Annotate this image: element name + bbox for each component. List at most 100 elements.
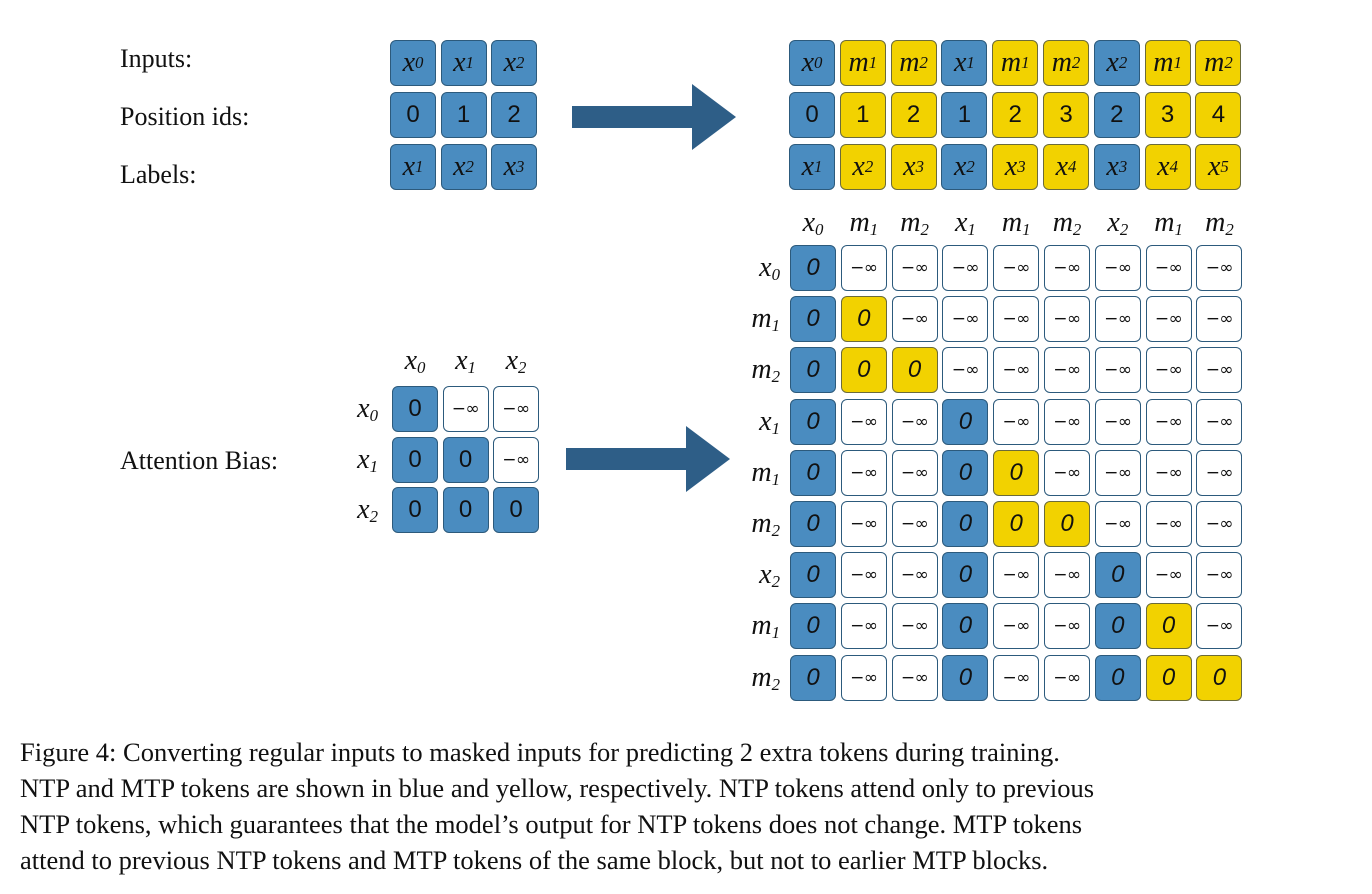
token-base: m: [1153, 47, 1174, 78]
big-matrix-cell: −∞: [993, 552, 1040, 599]
big-matrix-row-header: x2: [734, 560, 780, 591]
token-base: m: [848, 47, 869, 78]
big-matrix-column-header: m2: [1044, 207, 1090, 240]
big-matrix-cell: 0: [1196, 654, 1243, 701]
big-matrix-cell: 0: [1044, 501, 1090, 547]
big-matrix-cell: −∞: [1094, 449, 1141, 496]
right-position-id: 2: [992, 92, 1039, 138]
big-matrix-cell: −∞: [1145, 449, 1192, 496]
big-matrix-cell: −∞: [1196, 296, 1243, 343]
big-matrix-cell: 0: [790, 347, 836, 394]
big-matrix-cell: −∞: [891, 654, 938, 701]
token-subscript: 0: [771, 265, 780, 285]
position-ids-label: Position ids:: [120, 102, 250, 131]
big-matrix-cell: −∞: [993, 603, 1040, 650]
token-subscript: 1: [771, 469, 780, 489]
token-base: x: [759, 252, 772, 283]
token-base: x: [402, 151, 416, 182]
big-matrix-cell: −∞: [942, 245, 989, 291]
big-matrix-column-header: m1: [1146, 207, 1192, 239]
big-matrix-cell: −∞: [1044, 347, 1090, 394]
token-subscript: 2: [771, 674, 780, 694]
big-matrix-cell: 0: [993, 449, 1040, 496]
token-base: x: [852, 151, 865, 182]
token-subscript: 2: [920, 220, 929, 240]
big-matrix-cell: −∞: [1094, 296, 1141, 343]
small-matrix-row-header: x0: [332, 393, 378, 425]
token-base: m: [1154, 207, 1175, 238]
token-subscript: 2: [771, 521, 780, 541]
right-position-id: 0: [789, 92, 835, 138]
small-matrix-cell: −∞: [493, 386, 539, 432]
big-matrix-cell: −∞: [840, 603, 887, 650]
token-base: m: [751, 456, 772, 488]
token-subscript: 2: [369, 507, 378, 527]
big-matrix-cell: −∞: [1094, 501, 1141, 547]
right-position-id: 3: [1144, 92, 1191, 138]
big-matrix-cell: −∞: [1044, 552, 1090, 599]
token-base: m: [751, 303, 772, 335]
left-position-id: 2: [491, 92, 537, 138]
inputs-label: Inputs:: [120, 44, 193, 73]
big-matrix-column-header: m1: [993, 208, 1039, 239]
big-matrix-cell: −∞: [993, 296, 1040, 343]
attention-bias-label: Attention Bias:: [120, 446, 279, 475]
token-base: x: [402, 47, 416, 78]
big-matrix-cell: 0: [790, 603, 836, 650]
big-matrix-row-header: m1: [734, 456, 780, 489]
big-matrix-cell: −∞: [1044, 603, 1090, 650]
token-subscript: 2: [1072, 220, 1082, 240]
token-base: x: [357, 393, 370, 424]
small-matrix-row-header: x1: [332, 444, 378, 475]
big-matrix-cell: −∞: [840, 449, 887, 496]
big-matrix-cell: −∞: [993, 654, 1040, 701]
big-matrix-cell: −∞: [840, 654, 887, 701]
token-base: m: [1000, 47, 1022, 78]
big-matrix-cell: 0: [790, 449, 836, 496]
token-base: x: [1107, 207, 1120, 238]
big-matrix-cell: −∞: [891, 245, 938, 291]
small-matrix-cell: 0: [392, 386, 438, 432]
big-matrix-cell: 0: [942, 552, 989, 599]
token-base: x: [503, 47, 517, 78]
token-subscript: 2: [771, 367, 780, 387]
token-subscript: 2: [1225, 220, 1234, 240]
token-subscript: 2: [1119, 220, 1129, 240]
big-matrix-cell: −∞: [1145, 501, 1192, 547]
token-base: m: [1052, 207, 1073, 238]
big-matrix-cell: −∞: [993, 245, 1040, 291]
big-matrix-cell: 0: [942, 603, 989, 650]
token-base: x: [404, 345, 418, 376]
small-matrix-cell: 0: [442, 436, 489, 483]
token-base: m: [900, 207, 921, 238]
left-position-id: 1: [440, 92, 487, 138]
small-matrix-cell: 0: [493, 487, 539, 533]
big-matrix-cell: −∞: [1196, 347, 1243, 394]
big-matrix-cell: −∞: [1044, 449, 1090, 496]
token-base: x: [455, 345, 468, 376]
big-matrix-cell: −∞: [1094, 398, 1141, 445]
left-position-id: 0: [390, 92, 436, 138]
big-matrix-cell: −∞: [1145, 296, 1192, 343]
token-base: m: [751, 661, 772, 693]
big-matrix-cell: 0: [790, 296, 836, 343]
big-matrix-cell: −∞: [1145, 552, 1192, 599]
big-matrix-column-header: x0: [790, 208, 836, 240]
token-base: x: [1157, 151, 1170, 182]
big-matrix-cell: 0: [891, 347, 938, 394]
big-matrix-cell: 0: [790, 552, 836, 599]
token-subscript: 0: [815, 220, 824, 240]
big-matrix-cell: −∞: [1196, 552, 1243, 599]
big-matrix-cell: −∞: [1145, 398, 1192, 445]
token-base: x: [801, 151, 815, 182]
big-matrix-cell: −∞: [1044, 296, 1090, 343]
big-matrix-cell: −∞: [1094, 347, 1141, 394]
